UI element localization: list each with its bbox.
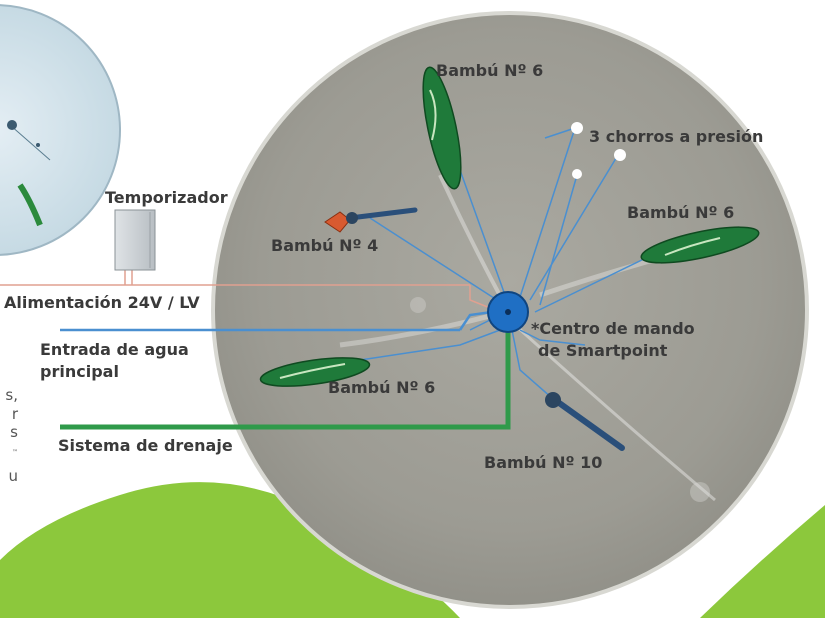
left-text-fragment: u: [8, 467, 18, 485]
jet-2: [614, 149, 626, 161]
bamboo-left-boat: [259, 357, 371, 387]
bamboo-top-label: Bambú Nº 6: [436, 61, 544, 80]
bamboo-10-label: Bambú Nº 10: [484, 453, 603, 472]
bamboo-right-boat: [640, 226, 760, 264]
timer-label: Temporizador: [105, 188, 228, 207]
water-inlet-line: [60, 310, 493, 332]
water-spray-traces: [339, 174, 716, 502]
bamboo-4-label: Bambú Nº 4: [271, 236, 379, 255]
left-text-fragment: ™: [12, 449, 18, 456]
drain-line: [60, 330, 511, 430]
green-wave-right: [700, 505, 825, 618]
water-inlet-label-1: Entrada de agua: [40, 340, 189, 359]
smartpoint-hub: [487, 291, 529, 333]
green-wave-decoration: [0, 482, 460, 618]
distribution-pipes: [359, 127, 651, 399]
timer-box: [114, 209, 156, 271]
hub-label-1: *Centro de mando: [531, 319, 695, 338]
water-inlet-label-2: principal: [40, 362, 119, 381]
power-line: [0, 270, 491, 309]
bamboo-left-label: Bambú Nº 6: [328, 378, 436, 397]
inset-preview-image: [0, 4, 121, 256]
drain-label: Sistema de drenaje: [58, 436, 233, 455]
jet-1: [571, 122, 583, 134]
bamboo-right-label: Bambú Nº 6: [627, 203, 735, 222]
power-label: Alimentación 24V / LV: [4, 293, 200, 312]
left-text-fragment: s: [10, 423, 18, 441]
hub-label-2: de Smartpoint: [538, 341, 668, 360]
bamboo-4-boat: [324, 207, 418, 233]
bamboo-10-boat: [545, 392, 625, 451]
left-text-fragment: s,: [5, 386, 18, 404]
pressure-jets: [571, 122, 626, 179]
jets-label: 3 chorros a presión: [589, 127, 764, 146]
bamboo-top-boat: [422, 66, 462, 190]
left-text-fragment: r: [11, 405, 18, 423]
jet-3: [572, 169, 582, 179]
